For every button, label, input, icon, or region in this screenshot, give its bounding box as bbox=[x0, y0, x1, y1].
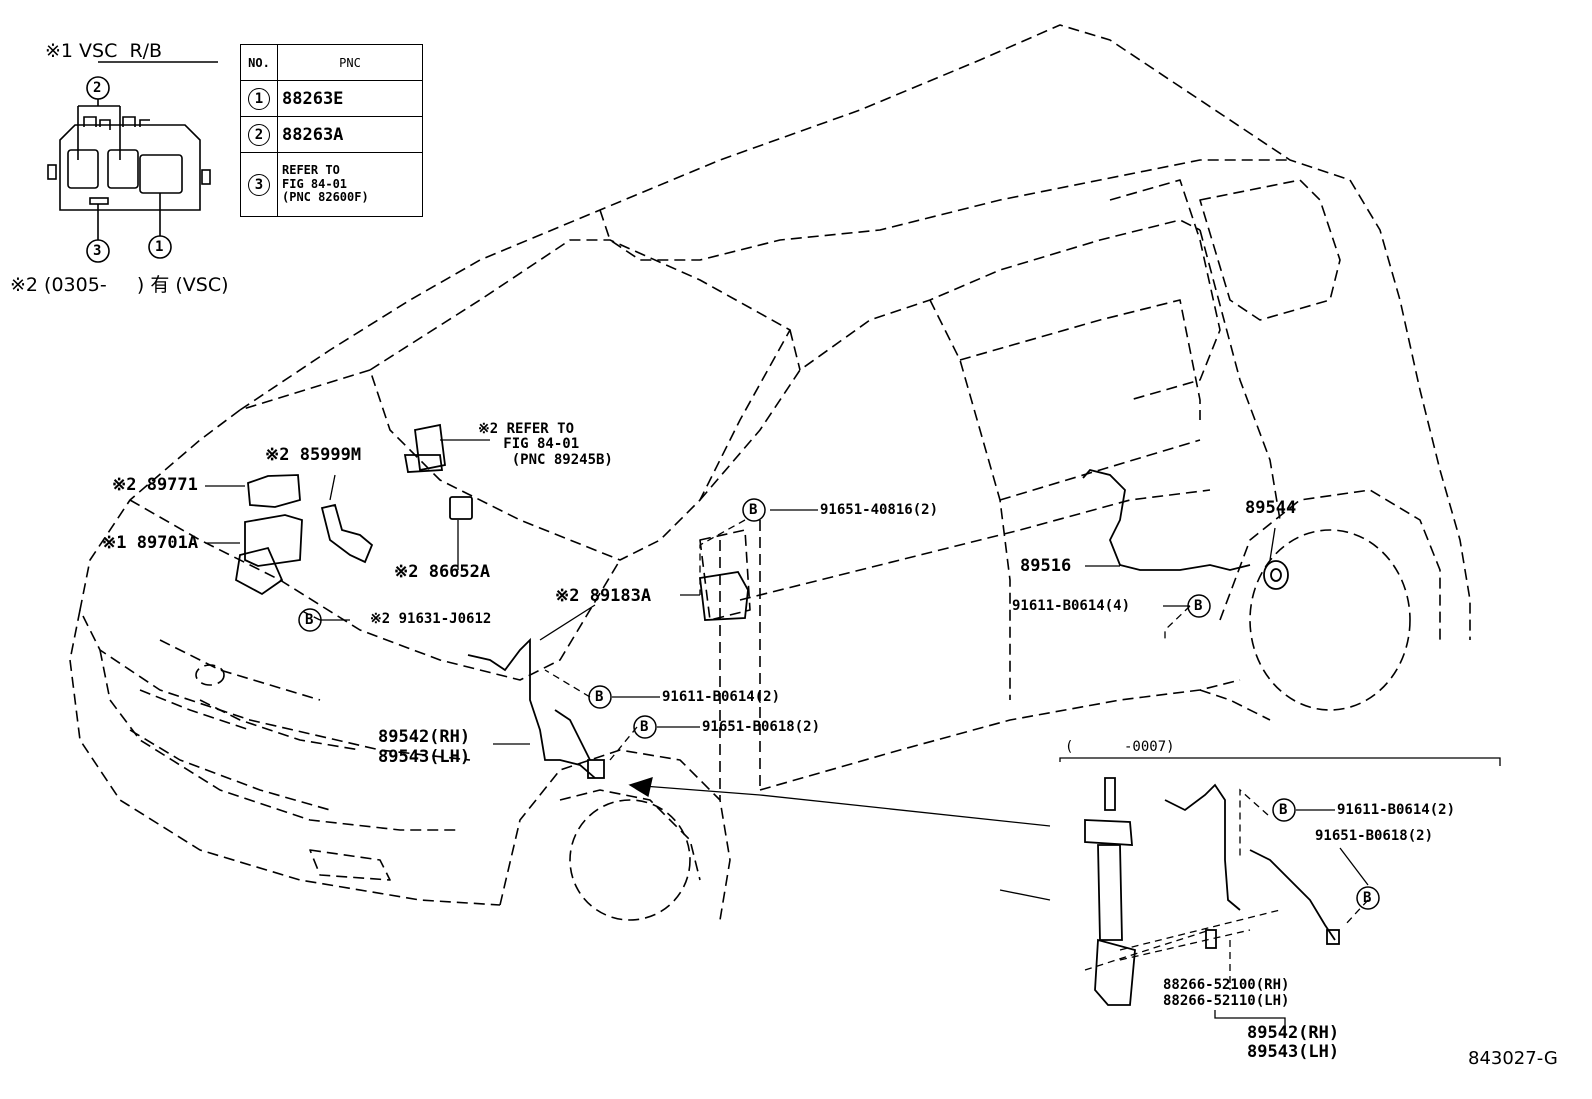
part-89516: 89516 bbox=[1020, 556, 1072, 576]
inset-91651-b0618: 91651-B0618(2) bbox=[1315, 828, 1434, 844]
part-86652a: ※2 86652A bbox=[394, 562, 491, 582]
row-pnc: REFER TO FIG 84-01 (PNC 82600F) bbox=[277, 152, 423, 217]
callout-2: 2 bbox=[93, 80, 102, 96]
bolt-label: B bbox=[1363, 890, 1372, 906]
part-91651-40816: 91651-40816(2) bbox=[820, 502, 939, 518]
part-91611-b0614-front: 91611-B0614(2) bbox=[662, 689, 781, 705]
figure-id: 843027-G bbox=[1468, 1048, 1558, 1069]
part-85999m: ※2 85999M bbox=[265, 445, 362, 465]
refer-fig-note: ※2 REFER TO FIG 84-01 (PNC 89245B) bbox=[478, 421, 613, 468]
part-91611-b0614-rear: 91611-B0614(4) bbox=[1012, 598, 1131, 614]
part-89771: ※2 89771 bbox=[112, 475, 198, 495]
bolt-label: B bbox=[1279, 802, 1288, 818]
bolt-label: B bbox=[749, 502, 758, 518]
callout-1: 1 bbox=[155, 239, 164, 255]
row-no: 3 bbox=[248, 173, 270, 196]
part-89542-rh: 89542(RH) bbox=[378, 727, 471, 747]
part-89701a: ※1 89701A bbox=[102, 533, 199, 553]
bolt-label: B bbox=[305, 612, 314, 628]
part-89543-lh: 89543(LH) bbox=[378, 747, 471, 767]
vsc-condition-note: ※2 (0305- ) 有 (VSC) bbox=[10, 274, 229, 296]
part-91651-b0618-front: 91651-B0618(2) bbox=[702, 719, 821, 735]
table-row: 2 88263A bbox=[240, 116, 423, 153]
bolt-label: B bbox=[1194, 598, 1203, 614]
row-no: 1 bbox=[248, 87, 270, 110]
header-pnc: PNC bbox=[277, 44, 423, 81]
inset-89543-lh: 89543(LH) bbox=[1247, 1042, 1340, 1062]
row-pnc: 88263A bbox=[277, 116, 423, 153]
inset-range: ( -0007) bbox=[1065, 739, 1175, 755]
pnc-table-header: NO. PNC bbox=[240, 44, 423, 81]
table-row: 3 REFER TO FIG 84-01 (PNC 82600F) bbox=[240, 152, 423, 217]
header-no: NO. bbox=[240, 44, 278, 81]
inset-91611-b0614: 91611-B0614(2) bbox=[1337, 802, 1456, 818]
part-89544: 89544 bbox=[1245, 498, 1297, 518]
part-89183a: ※2 89183A bbox=[555, 586, 652, 606]
part-91631-j0612: ※2 91631-J0612 bbox=[370, 611, 492, 627]
callout-3: 3 bbox=[93, 243, 102, 259]
bolt-label: B bbox=[640, 719, 649, 735]
inset-88266-52110: 88266-52110(LH) bbox=[1163, 993, 1290, 1009]
bolt-label: B bbox=[595, 689, 604, 705]
vsc-rb-label: ※1 VSC R/B bbox=[45, 40, 163, 62]
row-pnc: 88263E bbox=[277, 80, 423, 117]
row-no: 2 bbox=[248, 123, 270, 146]
bolt-symbols bbox=[298, 498, 1380, 910]
inset-88266-52100: 88266-52100(RH) bbox=[1163, 977, 1290, 993]
table-row: 1 88263E bbox=[240, 80, 423, 117]
inset-89542-rh: 89542(RH) bbox=[1247, 1023, 1340, 1043]
pnc-table: NO. PNC 1 88263E 2 88263A 3 REFER TO FIG… bbox=[240, 44, 423, 217]
